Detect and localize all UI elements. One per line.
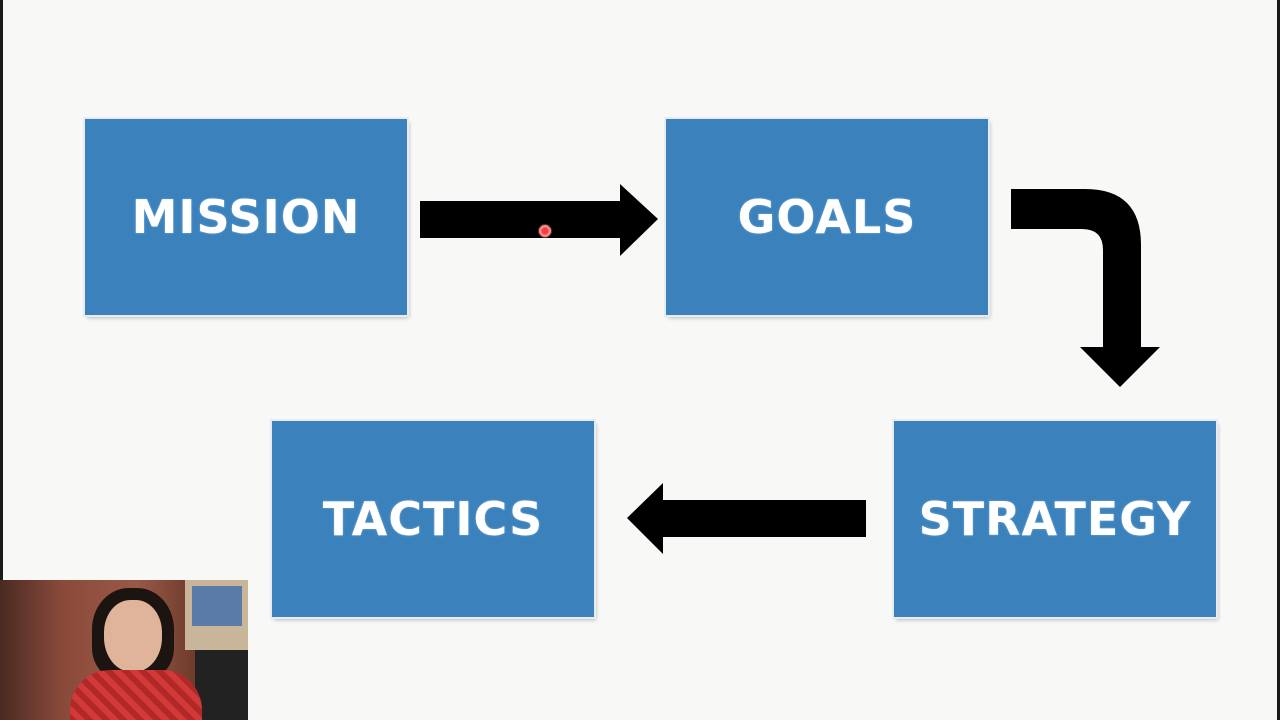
strategy-label: STRATEGY bbox=[918, 492, 1192, 546]
goals-label: GOALS bbox=[737, 190, 917, 244]
tactics-label: TACTICS bbox=[322, 492, 544, 546]
mission-label: MISSION bbox=[131, 190, 361, 244]
arrow-strategy-to-tactics bbox=[627, 483, 866, 554]
arrow-mission-to-goals bbox=[420, 184, 658, 256]
presenter-webcam bbox=[0, 580, 248, 720]
laser-pointer-dot bbox=[538, 224, 552, 238]
strategy-node: STRATEGY bbox=[894, 421, 1216, 617]
presenter-face bbox=[104, 600, 162, 672]
presenter-shirt bbox=[70, 670, 202, 720]
left-edge bbox=[0, 0, 3, 720]
goals-node: GOALS bbox=[666, 119, 988, 315]
right-edge bbox=[1277, 0, 1280, 720]
arrow-goals-to-strategy bbox=[1011, 189, 1160, 387]
tactics-node: TACTICS bbox=[272, 421, 594, 617]
mission-node: MISSION bbox=[85, 119, 407, 315]
